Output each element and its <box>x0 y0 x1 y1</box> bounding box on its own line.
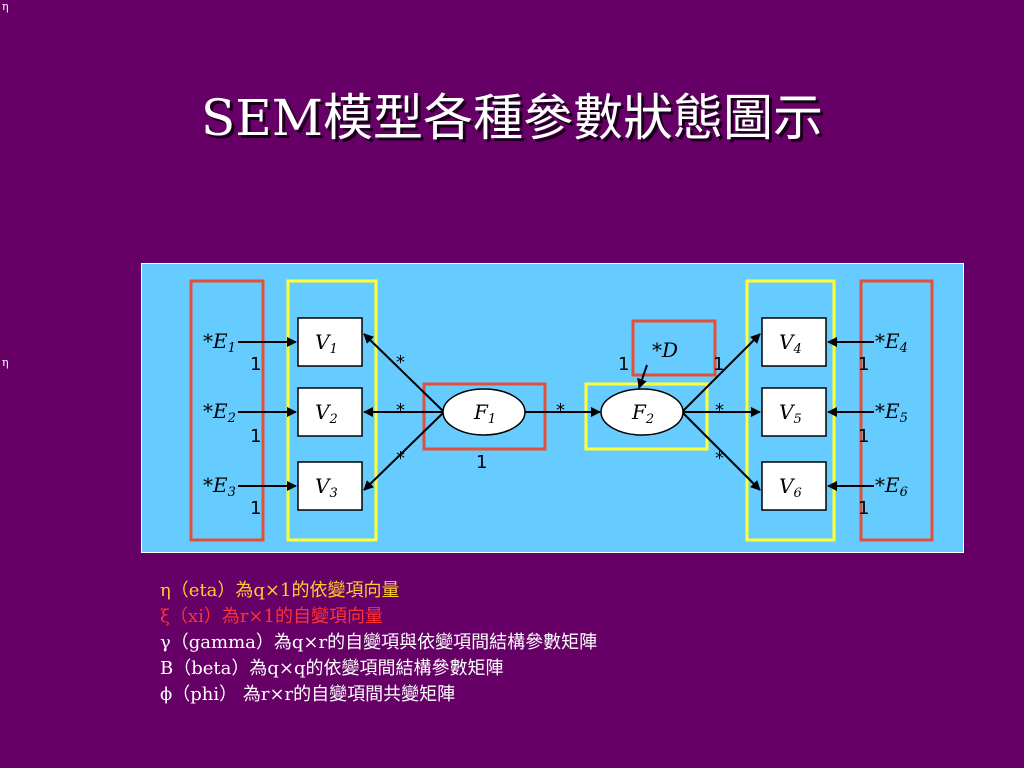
loading-f2-v4: 1 <box>713 354 724 375</box>
path-label-e6: 1 <box>858 498 869 519</box>
sem-diagram-svg: V1 V2 V3 V4 V5 V6 F1 F2 *E1 *E2 *E3 *E4 … <box>189 279 934 542</box>
legend-text-xi: （xi）為r×1的自變項向量 <box>169 606 383 627</box>
slide-title: SEM模型各種參數狀態圖示 <box>201 89 823 147</box>
box-v3 <box>297 461 363 511</box>
box-v4 <box>761 317 827 367</box>
corner-mark-top: η <box>2 0 9 13</box>
legend-text-eta: （eta）為q×1的依變項向量 <box>170 580 400 601</box>
arrow-f1-v1 <box>363 333 445 413</box>
path-label-e1: 1 <box>250 354 261 375</box>
label-e1: *E1 <box>203 329 236 356</box>
box-v5 <box>761 387 827 437</box>
label-e5: *E5 <box>875 399 908 426</box>
legend-item-phi: ϕ（phi） 為r×r的自變項間共變矩陣 <box>160 682 597 708</box>
path-label-e3: 1 <box>250 498 261 519</box>
label-e3: *E3 <box>203 473 236 500</box>
arrow-f2-v4 <box>681 333 761 413</box>
legend-item-beta: B（beta）為q×q的依變項間結構參數矩陣 <box>160 656 597 682</box>
legend-symbol-eta: η <box>160 580 171 601</box>
box-v2 <box>297 387 363 437</box>
parameter-legend: η（eta）為q×1的依變項向量 ξ（xi）為r×1的自變項向量 γ（gamma… <box>160 578 597 708</box>
legend-item-eta: η（eta）為q×1的依變項向量 <box>160 578 597 604</box>
corner-mark-middle: η <box>2 356 9 369</box>
ellipse-f1 <box>442 388 526 436</box>
arrow-d-f2 <box>637 364 648 389</box>
variance-f1: 1 <box>476 452 487 473</box>
path-label-e2: 1 <box>250 426 261 447</box>
label-v6: V6 <box>779 474 802 501</box>
legend-text-beta: （beta）為q×q的依變項間結構參數矩陣 <box>173 658 504 679</box>
loading-f2-v5: * <box>715 400 724 421</box>
label-v3: V3 <box>315 474 338 501</box>
label-v1: V1 <box>315 330 338 357</box>
frame-errors-right <box>859 279 934 542</box>
loading-f1-v2: * <box>396 400 405 421</box>
box-v6 <box>761 461 827 511</box>
legend-symbol-xi: ξ <box>160 606 170 627</box>
legend-text-phi: （phi） 為r×r的自變項間共變矩陣 <box>172 684 456 705</box>
legend-symbol-phi: ϕ <box>160 684 173 705</box>
structural-f1-f2: * <box>556 400 565 421</box>
legend-item-gamma: γ（gamma）為q×r的自變項與依變項間結構參數矩陣 <box>160 630 597 656</box>
legend-text-gamma: （gamma）為q×r的自變項與依變項間結構參數矩陣 <box>170 632 598 653</box>
label-f1: F1 <box>473 400 496 427</box>
path-label-e4: 1 <box>858 354 869 375</box>
box-v1 <box>297 317 363 367</box>
loading-f1-v1: * <box>396 352 405 373</box>
legend-symbol-beta: B <box>160 658 174 679</box>
loading-f2-v6: * <box>715 448 724 469</box>
label-e6: *E6 <box>875 473 908 500</box>
label-e2: *E2 <box>203 399 236 426</box>
sem-path-diagram: V1 V2 V3 V4 V5 V6 F1 F2 *E1 *E2 *E3 *E4 … <box>141 263 964 553</box>
legend-symbol-gamma: γ <box>160 632 171 653</box>
frame-disturbance <box>631 319 717 377</box>
frame-factor-f1 <box>422 382 547 451</box>
legend-item-xi: ξ（xi）為r×1的自變項向量 <box>160 604 597 630</box>
label-disturbance: *D <box>652 338 678 362</box>
path-label-e5: 1 <box>858 426 869 447</box>
path-label-disturbance: 1 <box>618 354 629 375</box>
ellipse-f2 <box>600 388 684 436</box>
arrow-f2-v6 <box>681 411 761 491</box>
label-v5: V5 <box>779 400 802 427</box>
label-v4: V4 <box>779 330 802 357</box>
label-e4: *E4 <box>875 329 908 356</box>
loading-f1-v3: * <box>396 448 405 469</box>
label-f2: F2 <box>631 400 654 427</box>
label-v2: V2 <box>315 400 338 427</box>
frame-errors-left <box>189 279 265 542</box>
arrow-f1-v3 <box>363 411 445 491</box>
